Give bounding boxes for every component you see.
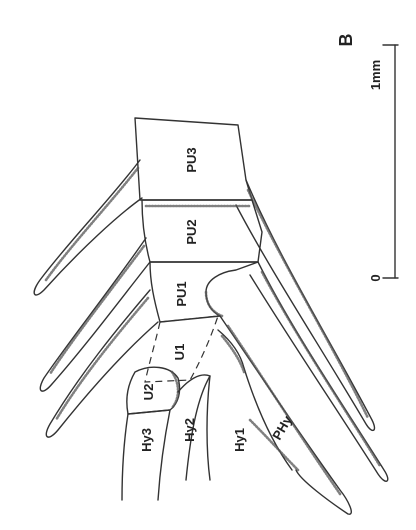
label-phy: PHy [269,412,295,442]
scale-zero-label: 0 [368,274,383,281]
label-u2: U2 [141,384,156,401]
pu3-vertebra [34,118,374,430]
label-hy1: Hy1 [232,428,247,452]
pu1-vertebra [46,262,258,437]
pu2-vertebra [40,200,387,481]
panel-letter: B [336,34,356,47]
label-pu3: PU3 [184,147,199,172]
label-hy3: Hy3 [139,428,154,452]
scale-bar: 1mm 0 [368,45,398,282]
scale-max-label: 1mm [368,60,383,90]
label-u1: U1 [172,344,187,361]
label-pu1: PU1 [174,281,189,306]
label-hy2: Hy2 [182,418,197,442]
label-pu2: PU2 [184,219,199,244]
hypurals [122,316,351,514]
